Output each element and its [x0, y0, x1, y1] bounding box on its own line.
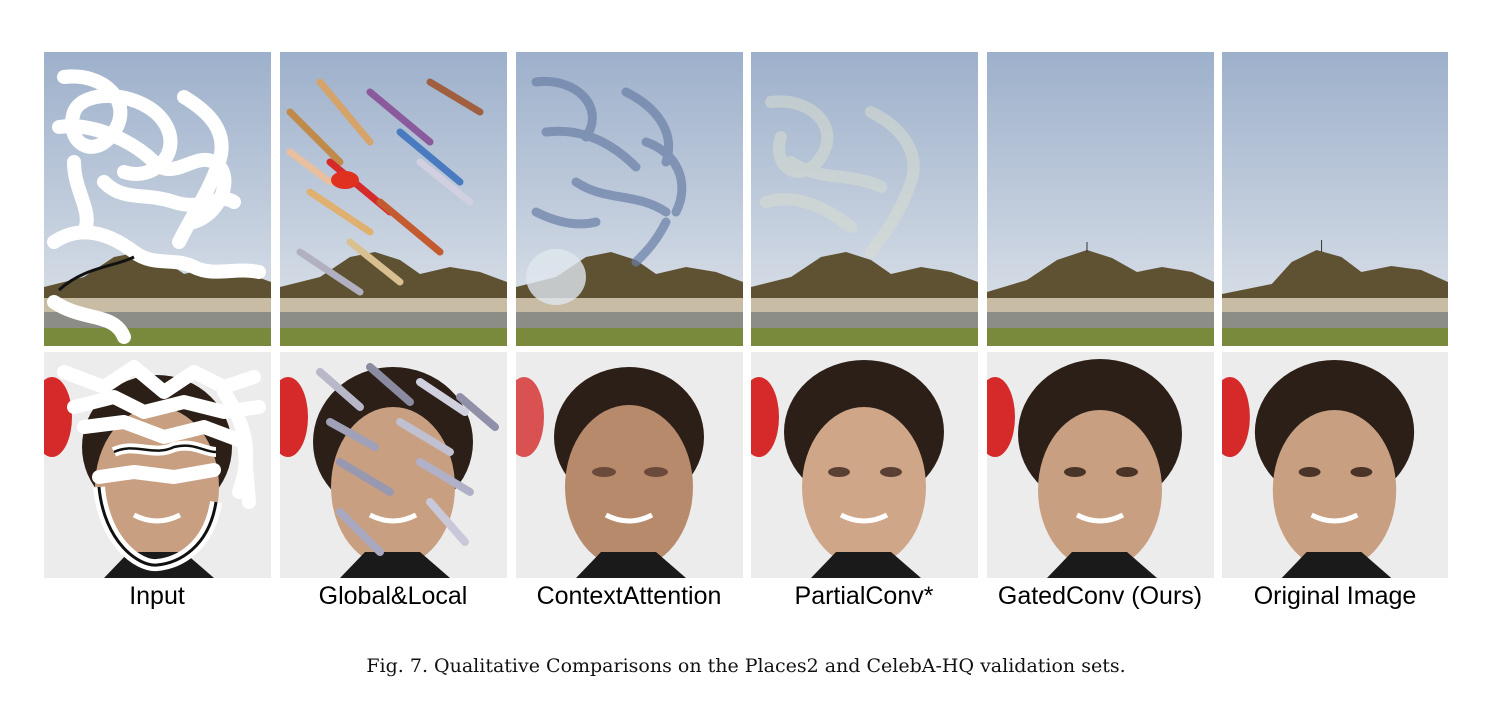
column-label-context-attention: ContextAttention — [536, 582, 722, 610]
landscape-global-local-image — [280, 52, 507, 346]
column-label-gated-conv: GatedConv (Ours) — [997, 582, 1203, 610]
face-partial-conv-image — [751, 352, 978, 578]
face-original-image — [1222, 352, 1448, 578]
face-gated-conv-image — [987, 352, 1214, 578]
face-input-image — [44, 352, 271, 578]
panel-landscape-input — [44, 52, 271, 346]
figure-caption: Fig. 7. Qualitative Comparisons on the P… — [366, 655, 1126, 677]
panel-face-partial-conv — [751, 352, 978, 578]
landscape-input-image — [44, 52, 271, 346]
column-label-input: Input — [129, 582, 185, 610]
panel-landscape-partial-conv — [751, 52, 978, 346]
face-context-attention-image — [516, 352, 743, 578]
column-label-partial-conv: PartialConv* — [794, 582, 934, 610]
panel-landscape-global-local — [280, 52, 507, 346]
panel-face-global-local — [280, 352, 507, 578]
panel-face-gated-conv — [987, 352, 1214, 578]
panel-landscape-original — [1222, 52, 1448, 346]
face-global-local-image — [280, 352, 507, 578]
column-label-original-image: Original Image — [1253, 582, 1417, 610]
panel-face-original — [1222, 352, 1448, 578]
column-label-global-local: Global&Local — [318, 582, 468, 610]
landscape-gated-conv-image — [987, 52, 1214, 346]
panel-face-context-attention — [516, 352, 743, 578]
panel-landscape-context-attention — [516, 52, 743, 346]
panel-face-input — [44, 352, 271, 578]
landscape-partial-conv-image — [751, 52, 978, 346]
panel-landscape-gated-conv — [987, 52, 1214, 346]
landscape-context-attention-image — [516, 52, 743, 346]
landscape-original-image — [1222, 52, 1448, 346]
